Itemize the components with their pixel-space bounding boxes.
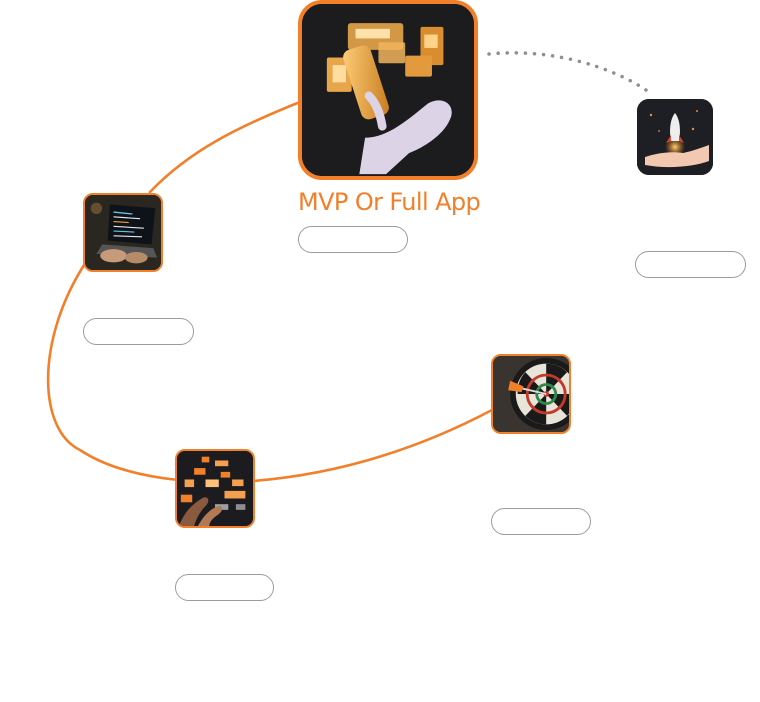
step-mvp-button[interactable] (298, 226, 408, 253)
step-design-image[interactable] (175, 449, 255, 528)
hands-pixels-icon (177, 451, 253, 526)
dartboard-icon (493, 356, 569, 432)
step-launch-button[interactable] (635, 251, 746, 278)
step-mvp-title: MVP Or Full App (298, 188, 481, 216)
step-development-button[interactable] (83, 318, 194, 345)
rocket-in-hand-icon (637, 99, 713, 175)
step-design-button[interactable] (175, 574, 274, 601)
step-target-image[interactable] (491, 354, 571, 434)
roadmap-curve (46, 100, 494, 483)
phone-in-hand-icon (302, 4, 474, 176)
step-mvp-image[interactable] (298, 0, 478, 180)
step-launch-image[interactable] (637, 99, 713, 175)
laptop-code-icon (85, 195, 161, 270)
step-development-image[interactable] (83, 193, 163, 272)
step-target-button[interactable] (491, 508, 591, 535)
roadmap-dotted-link (487, 51, 648, 92)
